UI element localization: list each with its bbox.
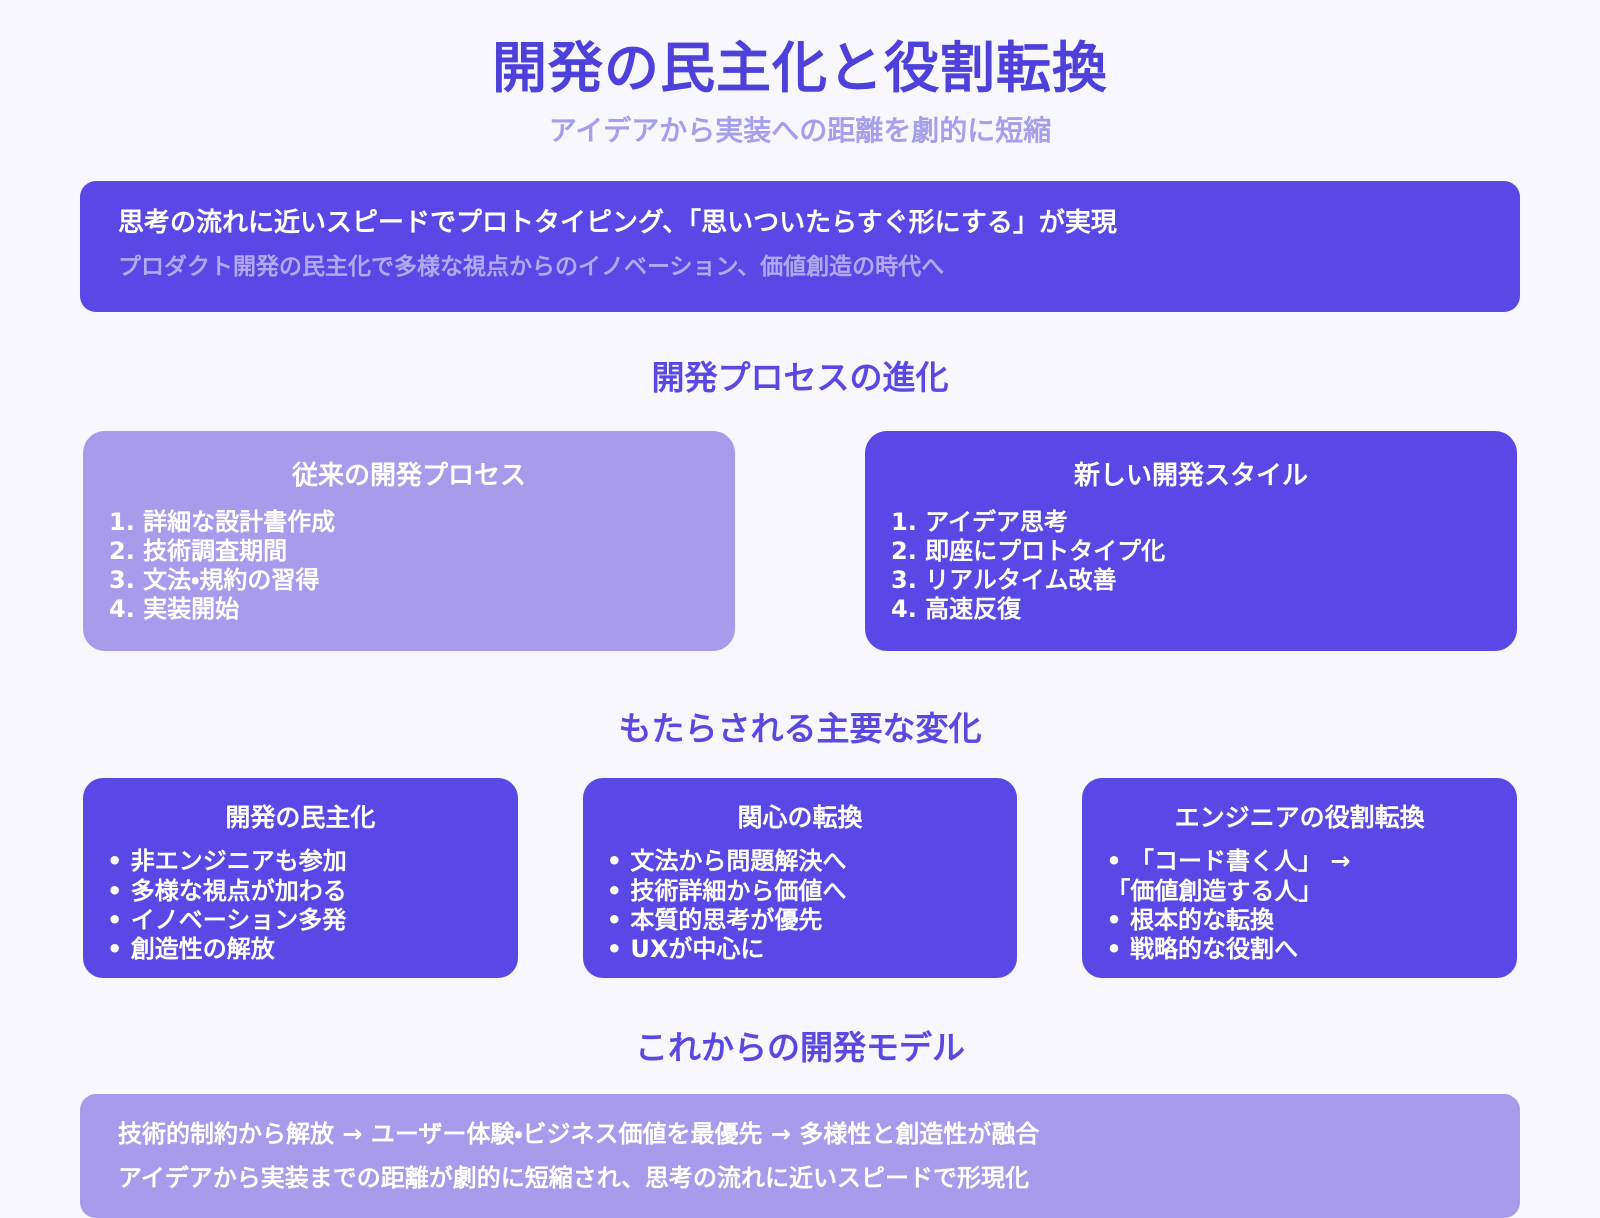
- page-title: 開発の民主化と役割転換: [491, 36, 1108, 100]
- card-title: 関心の転換: [737, 803, 863, 833]
- list-item: • イノベーション多発: [107, 905, 347, 934]
- future-banner-line2: アイデアから実装までの距離が劇的に短縮され、思考の流れに近いスピードで形現化: [118, 1163, 1030, 1192]
- changes-cards-row: 開発の民主化 • 非エンジニアも参加 • 多様な視点が加わる • イノベーション…: [0, 778, 1600, 979]
- card-engineer-role-shift: エンジニアの役割転換 • 「コード書く人」 → 「価値創造する人」 • 根本的な…: [1082, 778, 1518, 979]
- future-banner-line1: 技術的制約から解放 → ユーザー体験・ビジネス価値を最優先 → 多様性と創造性が…: [118, 1119, 1040, 1148]
- hero-banner: 思考の流れに近いスピードでプロトタイピング、「思いついたらすぐ形にする」が実現 …: [80, 180, 1520, 312]
- future-model-banner: 技術的制約から解放 → ユーザー体験・ビジネス価値を最優先 → 多様性と創造性が…: [80, 1093, 1520, 1218]
- card-list: • 「コード書く人」 → 「価値創造する人」 • 根本的な転換 • 戦略的な役割…: [1106, 847, 1493, 964]
- card-title: 新しい開発スタイル: [1073, 460, 1308, 491]
- card-democratization: 開発の民主化 • 非エンジニアも参加 • 多様な視点が加わる • イノベーション…: [83, 778, 518, 979]
- card-title: エンジニアの役割転換: [1174, 803, 1425, 833]
- list-item: 3. リアルタイム改善: [891, 566, 1117, 595]
- list-item: 2. 即座にプロトタイプ化: [891, 536, 1166, 565]
- section-heading-future-model: これからの開発モデル: [635, 1028, 965, 1068]
- card-new-style: 新しい開発スタイル 1. アイデア思考 2. 即座にプロトタイプ化 3. リアル…: [865, 430, 1517, 651]
- list-item: • 多様な視点が加わる: [107, 876, 347, 905]
- list-item: • 技術詳細から価値へ: [606, 876, 847, 905]
- section-heading-process-evolution: 開発プロセスの進化: [651, 358, 949, 397]
- card-title: 開発の民主化: [225, 803, 376, 833]
- card-interest-shift: 関心の転換 • 文法から問題解決へ • 技術詳細から価値へ • 本質的思考が優先…: [582, 778, 1018, 979]
- card-list: 1. アイデア思考 2. 即座にプロトタイプ化 3. リアルタイム改善 4. 高…: [891, 508, 1491, 625]
- list-item: • 本質的思考が優先: [606, 905, 823, 934]
- card-list: 1. 詳細な設計書作成 2. 技術調査期間 3. 文法・規約の習得 4. 実装開…: [109, 508, 709, 625]
- list-item: • 創造性の解放: [107, 935, 275, 964]
- list-item: 1. 詳細な設計書作成: [109, 507, 336, 536]
- hero-subtext: プロダクト開発の民主化で多様な視点からのイノベーション、価値創造の時代へ: [118, 254, 945, 281]
- list-item: 3. 文法・規約の習得: [109, 566, 320, 595]
- list-item: 2. 技術調査期間: [109, 536, 288, 565]
- card-list: • 非エンジニアも参加 • 多様な視点が加わる • イノベーション多発 • 創造…: [107, 847, 494, 964]
- list-item: • 根本的な転換: [1106, 905, 1275, 934]
- list-item: • 「コード書く人」 → 「価値創造する人」: [1106, 847, 1351, 905]
- list-item: • UXが中心に: [606, 935, 765, 964]
- section-heading-key-changes: もたらされる主要な変化: [618, 708, 982, 748]
- list-item: 4. 高速反復: [891, 595, 1022, 624]
- card-title: 従来の開発プロセス: [291, 460, 526, 491]
- list-item: • 文法から問題解決へ: [606, 847, 847, 876]
- list-item: • 非エンジニアも参加: [107, 847, 347, 876]
- list-item: 1. アイデア思考: [891, 507, 1068, 536]
- hero-headline: 思考の流れに近いスピードでプロトタイピング、「思いついたらすぐ形にする」が実現: [118, 207, 1117, 238]
- process-cards-row: 従来の開発プロセス 1. 詳細な設計書作成 2. 技術調査期間 3. 文法・規約…: [0, 430, 1600, 651]
- page-subtitle: アイデアから実装への距離を劇的に短縮: [548, 113, 1052, 147]
- list-item: 4. 実装開始: [109, 595, 240, 624]
- list-item: • 戦略的な役割へ: [1106, 935, 1299, 964]
- card-traditional-process: 従来の開発プロセス 1. 詳細な設計書作成 2. 技術調査期間 3. 文法・規約…: [83, 430, 735, 651]
- card-list: • 文法から問題解決へ • 技術詳細から価値へ • 本質的思考が優先 • UXが…: [607, 847, 994, 964]
